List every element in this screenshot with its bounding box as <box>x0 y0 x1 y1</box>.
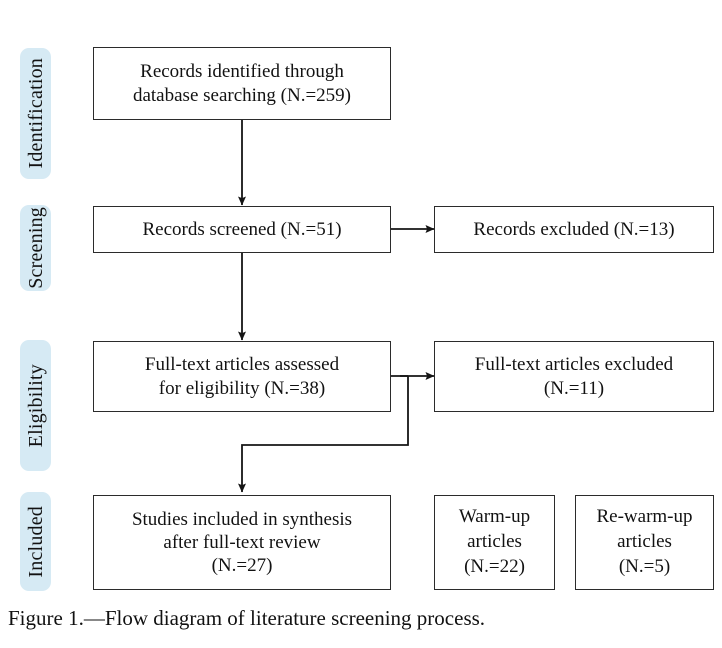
box-fulltext-assessed: Full-text articles assessed for eligibil… <box>93 341 391 412</box>
phase-tab-included-label: Included <box>24 505 47 578</box>
box-studies-included: Studies included in synthesis after full… <box>93 495 391 590</box>
box-warmup-articles-text: Warm-up articles (N.=22) <box>458 506 531 577</box>
box-rewarmup-articles-text: Re-warm-up articles (N.=5) <box>596 506 693 577</box>
figure-caption: Figure 1.—Flow diagram of literature scr… <box>8 606 486 630</box>
box-studies-included-text: Studies included in synthesis after full… <box>131 508 353 577</box>
box-records-screened: Records screened (N.=51) <box>93 206 391 253</box>
box-records-excluded: Records excluded (N.=13) <box>434 206 714 253</box>
box-fulltext-excluded: Full-text articles excluded (N.=11) <box>434 341 714 412</box>
phase-tab-identification-label: Identification <box>24 58 47 169</box>
box-records-identified: Records identified through database sear… <box>93 47 391 120</box>
box-records-excluded-text: Records excluded (N.=13) <box>473 218 675 240</box>
box-records-screened-text: Records screened (N.=51) <box>142 218 342 240</box>
phase-tab-identification: Identification <box>20 48 51 179</box>
box-fulltext-assessed-text: Full-text articles assessed for eligibil… <box>144 354 340 399</box>
box-rewarmup-articles: Re-warm-up articles (N.=5) <box>575 495 714 590</box>
box-records-identified-text: Records identified through database sear… <box>132 61 352 106</box>
box-fulltext-excluded-text: Full-text articles excluded (N.=11) <box>474 354 674 399</box>
phase-tab-eligibility: Eligibility <box>20 340 51 471</box>
phase-tab-screening: Screening <box>20 205 51 291</box>
box-warmup-articles: Warm-up articles (N.=22) <box>434 495 555 590</box>
phase-tab-included: Included <box>20 492 51 591</box>
phase-tab-screening-label: Screening <box>24 207 47 289</box>
phase-tab-eligibility-label: Eligibility <box>24 363 47 448</box>
